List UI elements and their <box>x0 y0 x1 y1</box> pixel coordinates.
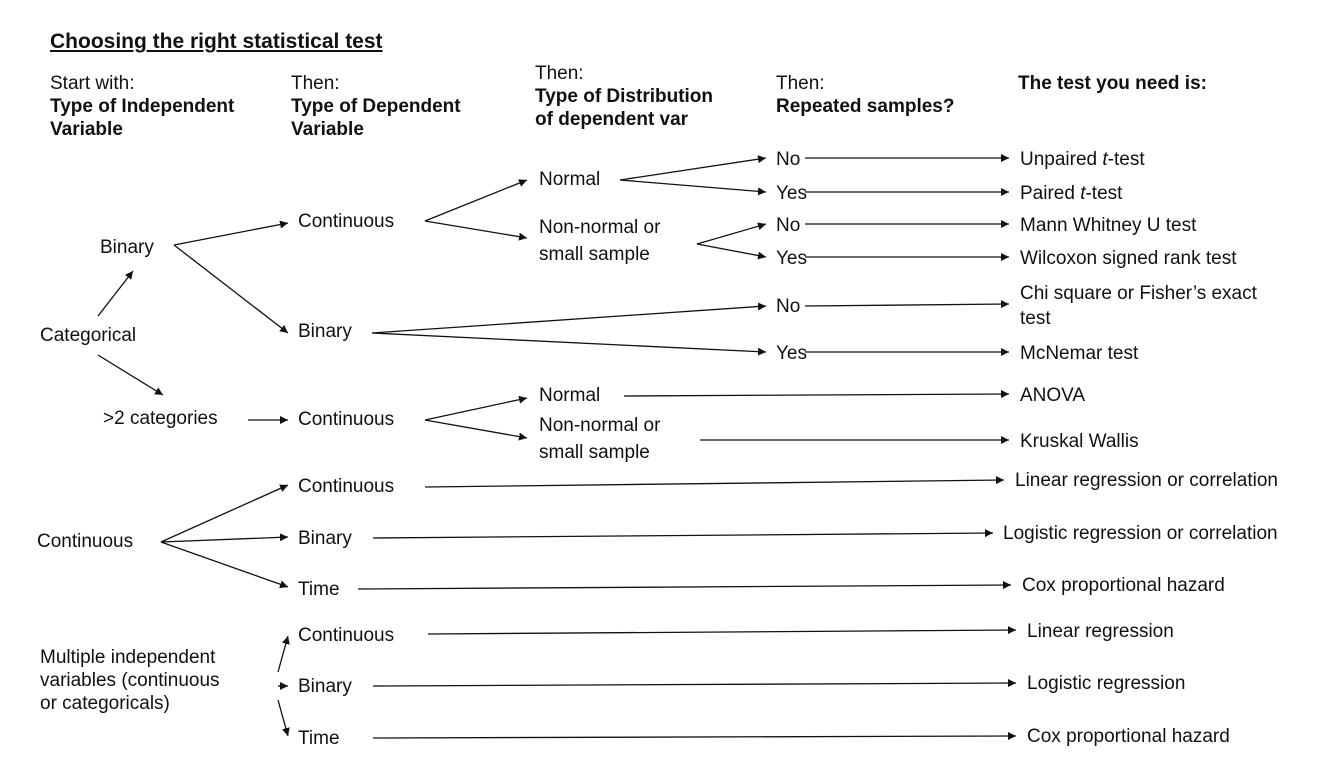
col1-header-line2: Variable <box>50 119 123 140</box>
connector-arrow-9 <box>619 179 767 196</box>
multiple-iv-node-line2: variables (continuous <box>40 670 220 691</box>
connector-arrow-12 <box>371 302 767 334</box>
connector-arrow-2 <box>173 244 289 334</box>
col4-header: Repeated samples? <box>776 96 955 117</box>
dv-continuous-node-2: Continuous <box>298 409 395 430</box>
connector-arrow-8 <box>619 155 767 181</box>
test-chi-square: Chi square or Fisher’s exact <box>1020 283 1257 304</box>
col1-prefix: Start with: <box>50 73 135 94</box>
connector-arrow-13 <box>371 332 767 356</box>
connector-arrow-27 <box>424 476 1005 488</box>
rep-no-node-3: No <box>776 296 801 317</box>
test-logistic-regression: Logistic regression <box>1027 673 1186 694</box>
connector-arrow-22 <box>623 390 1010 399</box>
rep-yes-node-1: Yes <box>776 183 807 204</box>
col5-header: The test you need is: <box>1018 73 1207 94</box>
test-kruskal-wallis: Kruskal Wallis <box>1020 431 1139 452</box>
test-linear-regression-correlation: Linear regression or correlation <box>1015 470 1278 491</box>
rep-yes-node-3: Yes <box>776 343 807 364</box>
connector-arrow-3 <box>97 270 134 317</box>
col3-prefix: Then: <box>535 63 584 84</box>
dist-nonnormal-node-2-line2: small sample <box>539 442 650 463</box>
connector-arrow-24 <box>160 484 289 543</box>
multiple-iv-node: Multiple independent <box>40 647 216 668</box>
col3-header: Type of Distribution <box>535 86 714 107</box>
test-mcnemar: McNemar test <box>1020 343 1139 364</box>
dist-nonnormal-node-1-line2: small sample <box>539 244 650 265</box>
binary-iv-node: Binary <box>100 237 154 258</box>
connector-arrow-1 <box>173 220 289 246</box>
connector-arrow-20 <box>424 395 528 421</box>
dv-time-node-4: Time <box>298 728 340 749</box>
col1-header: Type of Independent <box>50 96 235 117</box>
dist-normal-node-2: Normal <box>539 385 601 406</box>
connector-arrow-25 <box>160 533 289 543</box>
connector-arrow-6 <box>424 179 528 222</box>
connector-arrow-7 <box>424 220 528 241</box>
col3-header-line2: of dependent var <box>535 109 689 130</box>
connector-arrow-18 <box>804 300 1010 309</box>
test-paired-t: Paired t-test <box>1020 183 1123 204</box>
dv-time-node-3: Time <box>298 579 340 600</box>
multiple-iv-node-line3: or categoricals) <box>40 693 170 714</box>
test-wilcoxon: Wilcoxon signed rank test <box>1020 248 1237 269</box>
dist-nonnormal-node-2: Non-normal or <box>539 415 661 436</box>
connector-arrow-31 <box>372 679 1017 688</box>
connector-arrow-28 <box>372 529 994 539</box>
dv-continuous-node-1: Continuous <box>298 211 395 232</box>
dv-continuous-node-4: Continuous <box>298 625 395 646</box>
col2-prefix: Then: <box>291 73 340 94</box>
diagram-title: Choosing the right statistical test <box>50 30 383 53</box>
test-mann-whitney: Mann Whitney U test <box>1020 215 1197 236</box>
test-chi-square-line2: test <box>1020 308 1051 329</box>
connector-arrow-11 <box>696 243 767 260</box>
dist-nonnormal-node-1: Non-normal or <box>539 217 661 238</box>
rep-no-node-2: No <box>776 215 801 236</box>
connector-arrow-35 <box>277 699 290 737</box>
col2-header-line2: Variable <box>291 119 364 140</box>
dv-binary-node-1: Binary <box>298 321 352 342</box>
connector-arrow-32 <box>372 732 1017 741</box>
test-unpaired-t: Unpaired t-test <box>1020 149 1145 170</box>
test-cox-hazard-1: Cox proportional hazard <box>1022 575 1225 596</box>
dv-binary-node-4: Binary <box>298 676 352 697</box>
dv-binary-node-3: Binary <box>298 528 352 549</box>
rep-yes-node-2: Yes <box>776 248 807 269</box>
connector-arrow-26 <box>160 541 289 589</box>
connector-arrow-4 <box>97 354 164 396</box>
col4-prefix: Then: <box>776 73 825 94</box>
rep-no-node-1: No <box>776 149 801 170</box>
connector-arrow-21 <box>424 419 528 441</box>
col2-header: Type of Dependent <box>291 96 461 117</box>
connector-arrow-10 <box>696 222 767 245</box>
test-anova: ANOVA <box>1020 385 1086 406</box>
test-logistic-regression-correlation: Logistic regression or correlation <box>1003 523 1278 544</box>
dist-normal-node-1: Normal <box>539 169 601 190</box>
connector-arrow-33 <box>277 635 290 673</box>
more-categories-node: >2 categories <box>103 408 218 429</box>
connector-arrow-30 <box>427 626 1017 635</box>
connector-arrow-29 <box>357 581 1012 590</box>
continuous-iv-node: Continuous <box>37 531 134 552</box>
dv-continuous-node-3: Continuous <box>298 476 395 497</box>
test-cox-hazard-2: Cox proportional hazard <box>1027 726 1230 747</box>
test-linear-regression: Linear regression <box>1027 621 1174 642</box>
categorical-node: Categorical <box>40 325 137 346</box>
